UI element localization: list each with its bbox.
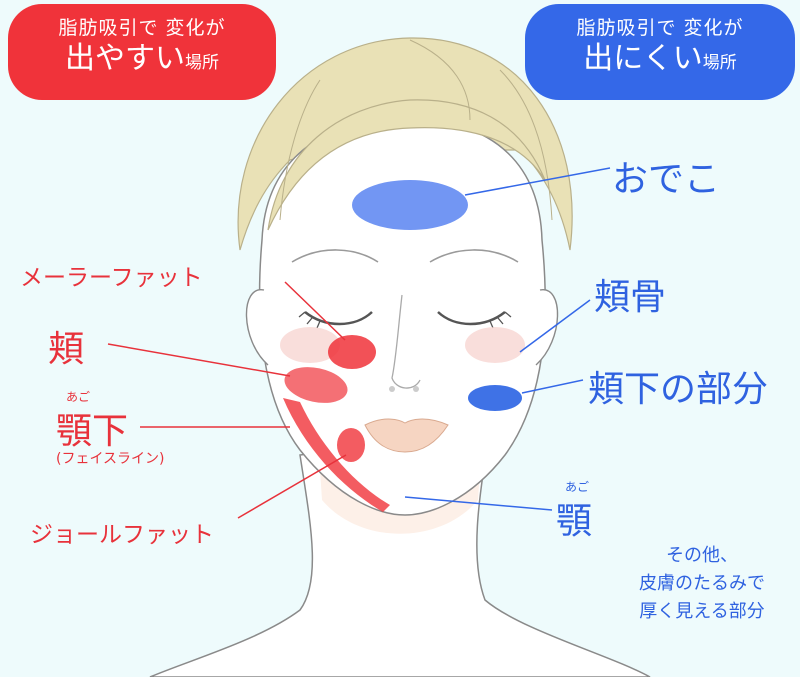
label-cheekbone: 頬骨 bbox=[594, 277, 667, 318]
easy-change-badge: 脂肪吸引で 変化が 出やすい場所 bbox=[8, 4, 276, 100]
label-jaw: 顎 bbox=[556, 501, 593, 542]
note-line2: 皮膚のたるみで bbox=[639, 573, 765, 594]
easy-badge-small: 場所 bbox=[185, 53, 219, 73]
label-forehead: おでこ bbox=[612, 159, 721, 200]
hard-badge-small: 場所 bbox=[702, 53, 737, 73]
below-cheekbone-zone bbox=[468, 385, 522, 411]
label-under-jaw: 顎下 bbox=[56, 411, 129, 452]
malar-fat-zone bbox=[328, 335, 376, 369]
label-malar-fat: メーラーファット bbox=[20, 265, 203, 291]
label-under-jaw-ruby: あご bbox=[66, 390, 91, 404]
cheek-zone bbox=[284, 367, 348, 403]
label-cheek: 頬 bbox=[48, 329, 85, 370]
label-face-line: (フェイスライン) bbox=[56, 451, 165, 467]
hard-badge-line1: 脂肪吸引で 変化が bbox=[576, 17, 744, 39]
label-jowl-fat: ジョールファット bbox=[30, 522, 214, 548]
easy-badge-line1: 脂肪吸引で 変化が bbox=[58, 17, 226, 39]
face-line-zone bbox=[283, 398, 390, 512]
easy-badge-line2: 出やすい場所 bbox=[8, 41, 276, 81]
hard-badge-main: 出にくい bbox=[583, 41, 703, 76]
lips bbox=[364, 418, 449, 453]
label-jaw-ruby: あご bbox=[565, 480, 590, 494]
hard-badge-line2: 出にくい場所 bbox=[525, 41, 795, 81]
jowl-fat-zone bbox=[337, 428, 365, 462]
note-text: その他、 皮膚のたるみで 厚く見える部分 bbox=[612, 542, 792, 626]
forehead-zone bbox=[352, 180, 468, 230]
label-below-cheekbone: 頬下の部分 bbox=[588, 369, 769, 410]
note-line1: その他、 bbox=[666, 545, 738, 566]
note-line3: 厚く見える部分 bbox=[639, 601, 765, 622]
hard-change-badge: 脂肪吸引で 変化が 出にくい場所 bbox=[525, 4, 795, 100]
easy-badge-main: 出やすい bbox=[65, 41, 185, 76]
